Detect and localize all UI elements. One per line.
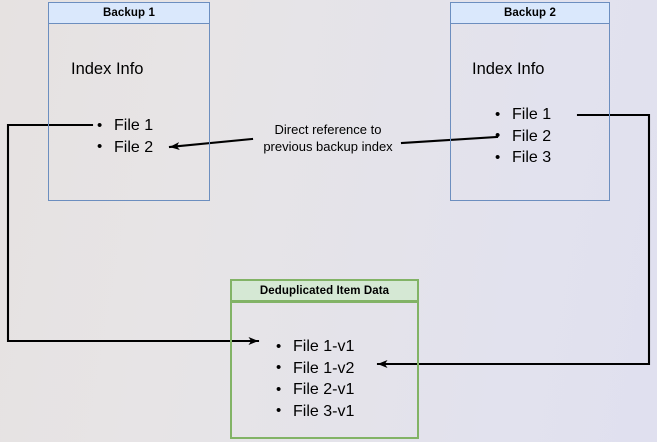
backup2-header-label: Backup 2	[504, 7, 556, 19]
list-item: File 1	[495, 104, 551, 126]
backup1-file-list: File 1 File 2	[97, 115, 153, 158]
list-item: File 2	[495, 125, 551, 148]
dedup-header-label: Deduplicated Item Data	[259, 284, 390, 297]
backup1-header-label: Backup 1	[103, 7, 155, 19]
dedup-header: Deduplicated Item Data	[230, 279, 419, 302]
list-item: File 1	[97, 115, 153, 137]
backup1-box[interactable]	[48, 23, 210, 201]
dedup-box[interactable]	[230, 301, 419, 439]
list-item: File 1-v2	[276, 357, 354, 380]
list-item: File 3-v1	[276, 400, 354, 423]
backup2-header: Backup 2	[450, 2, 610, 24]
list-item: File 2	[97, 136, 153, 159]
connector-backup1-to-dedup	[6, 123, 260, 345]
direct-reference-annotation: Direct reference to previous backup inde…	[263, 122, 393, 154]
dedup-item-list: File 1-v1 File 1-v2 File 2-v1 File 3-v1	[276, 336, 354, 422]
connector-direct-reference-left	[168, 137, 254, 151]
backup1-index-info-label: Index Info	[71, 60, 144, 78]
list-item: File 3	[495, 147, 551, 169]
connector-backup2-to-dedup	[376, 113, 651, 368]
list-item: File 1-v1	[276, 336, 354, 358]
backup2-index-info-label: Index Info	[472, 60, 545, 78]
backup2-file-list: File 1 File 2 File 3	[495, 104, 551, 169]
backup2-box[interactable]	[450, 23, 610, 201]
backup1-header: Backup 1	[48, 2, 210, 24]
list-item: File 2-v1	[276, 379, 354, 401]
connector-direct-reference-right	[400, 135, 499, 145]
